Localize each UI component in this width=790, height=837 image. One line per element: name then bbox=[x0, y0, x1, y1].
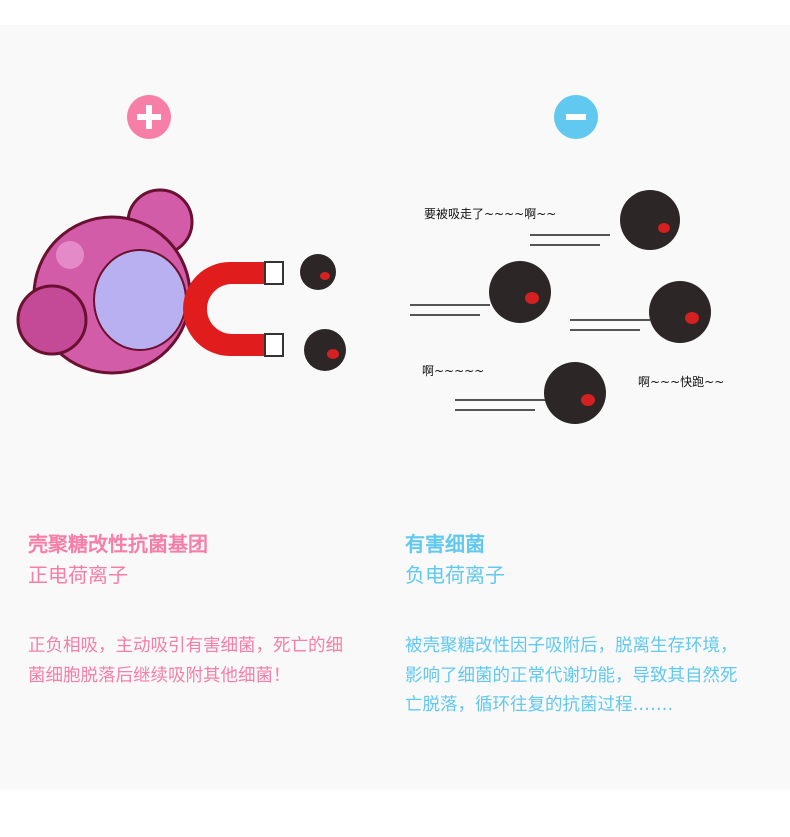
bacteria-icons bbox=[300, 190, 711, 424]
negative-title: 有害细菌 bbox=[405, 532, 485, 556]
positive-description: 正负相吸，主动吸引有害细菌，死亡的细菌细胞脱落后继续吸附其他细菌！ bbox=[28, 636, 343, 686]
illustration bbox=[16, 188, 711, 424]
speech-text: 要被吸走了~~~~啊~~ bbox=[424, 207, 557, 221]
chitosan-blob-illustration bbox=[16, 188, 194, 375]
negative-description: 被壳聚糖改性因子吸附后，脱离生存环境，影响了细菌的正常代谢功能，导致其自然死亡脱… bbox=[405, 636, 738, 715]
plus-icon bbox=[127, 95, 171, 139]
positive-subtitle: 正电荷离子 bbox=[28, 563, 128, 587]
negative-subtitle: 负电荷离子 bbox=[405, 563, 505, 587]
speech-text: 啊~~~~~ bbox=[422, 364, 485, 378]
magnet-icon bbox=[183, 261, 284, 357]
positive-column: 壳聚糖改性抗菌基团 正电荷离子 正负相吸，主动吸引有害细菌，死亡的细菌细胞脱落后… bbox=[28, 530, 388, 691]
minus-icon bbox=[554, 95, 598, 139]
content-panel bbox=[0, 25, 790, 790]
positive-title: 壳聚糖改性抗菌基团 bbox=[28, 532, 208, 556]
speech-text: 啊~~~快跑~~ bbox=[638, 375, 725, 389]
negative-column: 有害细菌 负电荷离子 被壳聚糖改性因子吸附后，脱离生存环境，影响了细菌的正常代谢… bbox=[405, 530, 765, 721]
